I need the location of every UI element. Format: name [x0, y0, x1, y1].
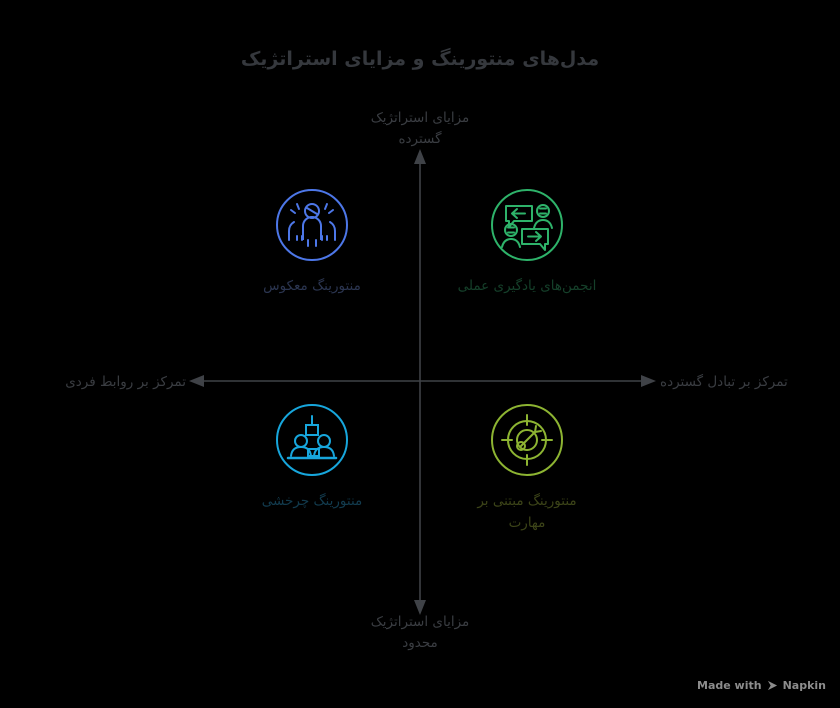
axis-arrow-right-icon	[641, 375, 656, 387]
quadrant-bottom-left[interactable]: منتورینگ چرخشی	[212, 403, 412, 513]
quadrant-top-right-label: انجمن‌های یادگیری عملی	[457, 278, 597, 294]
quadrant-bottom-right[interactable]: منتورینگ مبتنی بر مهارت	[427, 403, 627, 534]
axis-label-bottom: مزایای استراتژیک محدود	[340, 612, 500, 654]
axis-label-right: تمرکز بر تبادل گسترده	[660, 372, 830, 393]
axis-label-top: مزایای استراتژیک گسترده	[340, 108, 500, 150]
quadrant-top-right[interactable]: انجمن‌های یادگیری عملی	[427, 188, 627, 298]
axis-arrow-left-icon	[189, 375, 204, 387]
watermark-prefix: Made with	[697, 679, 762, 692]
quadrant-top-left-label: منتورینگ معکوس	[263, 278, 361, 294]
target-dart-icon	[491, 404, 563, 476]
knowledge-exchange-icon	[491, 189, 563, 261]
watermark-brand: Napkin	[782, 679, 826, 692]
quadrant-bottom-right-label: منتورینگ مبتنی بر مهارت	[477, 493, 577, 531]
quadrant-bottom-left-label: منتورینگ چرخشی	[261, 493, 363, 509]
napkin-watermark[interactable]: Made with Napkin	[697, 679, 826, 692]
axis-label-left-text: تمرکز بر روابط فردی	[65, 374, 186, 390]
napkin-play-mark-icon	[767, 680, 778, 691]
quadrant-top-left[interactable]: منتورینگ معکوس	[212, 188, 412, 298]
axis-label-bottom-text: مزایای استراتژیک محدود	[370, 614, 470, 651]
axis-label-right-text: تمرکز بر تبادل گسترده	[660, 374, 788, 390]
axis-label-left: تمرکز بر روابط فردی	[26, 372, 186, 393]
group-people-icon	[276, 189, 348, 261]
axis-arrow-up-icon	[414, 149, 426, 164]
page-title: مدل‌های منتورینگ و مزایای استراتژیک	[240, 48, 600, 70]
two-people-desk-icon	[276, 404, 348, 476]
axis-label-top-text: مزایای استراتژیک گسترده	[370, 110, 470, 147]
